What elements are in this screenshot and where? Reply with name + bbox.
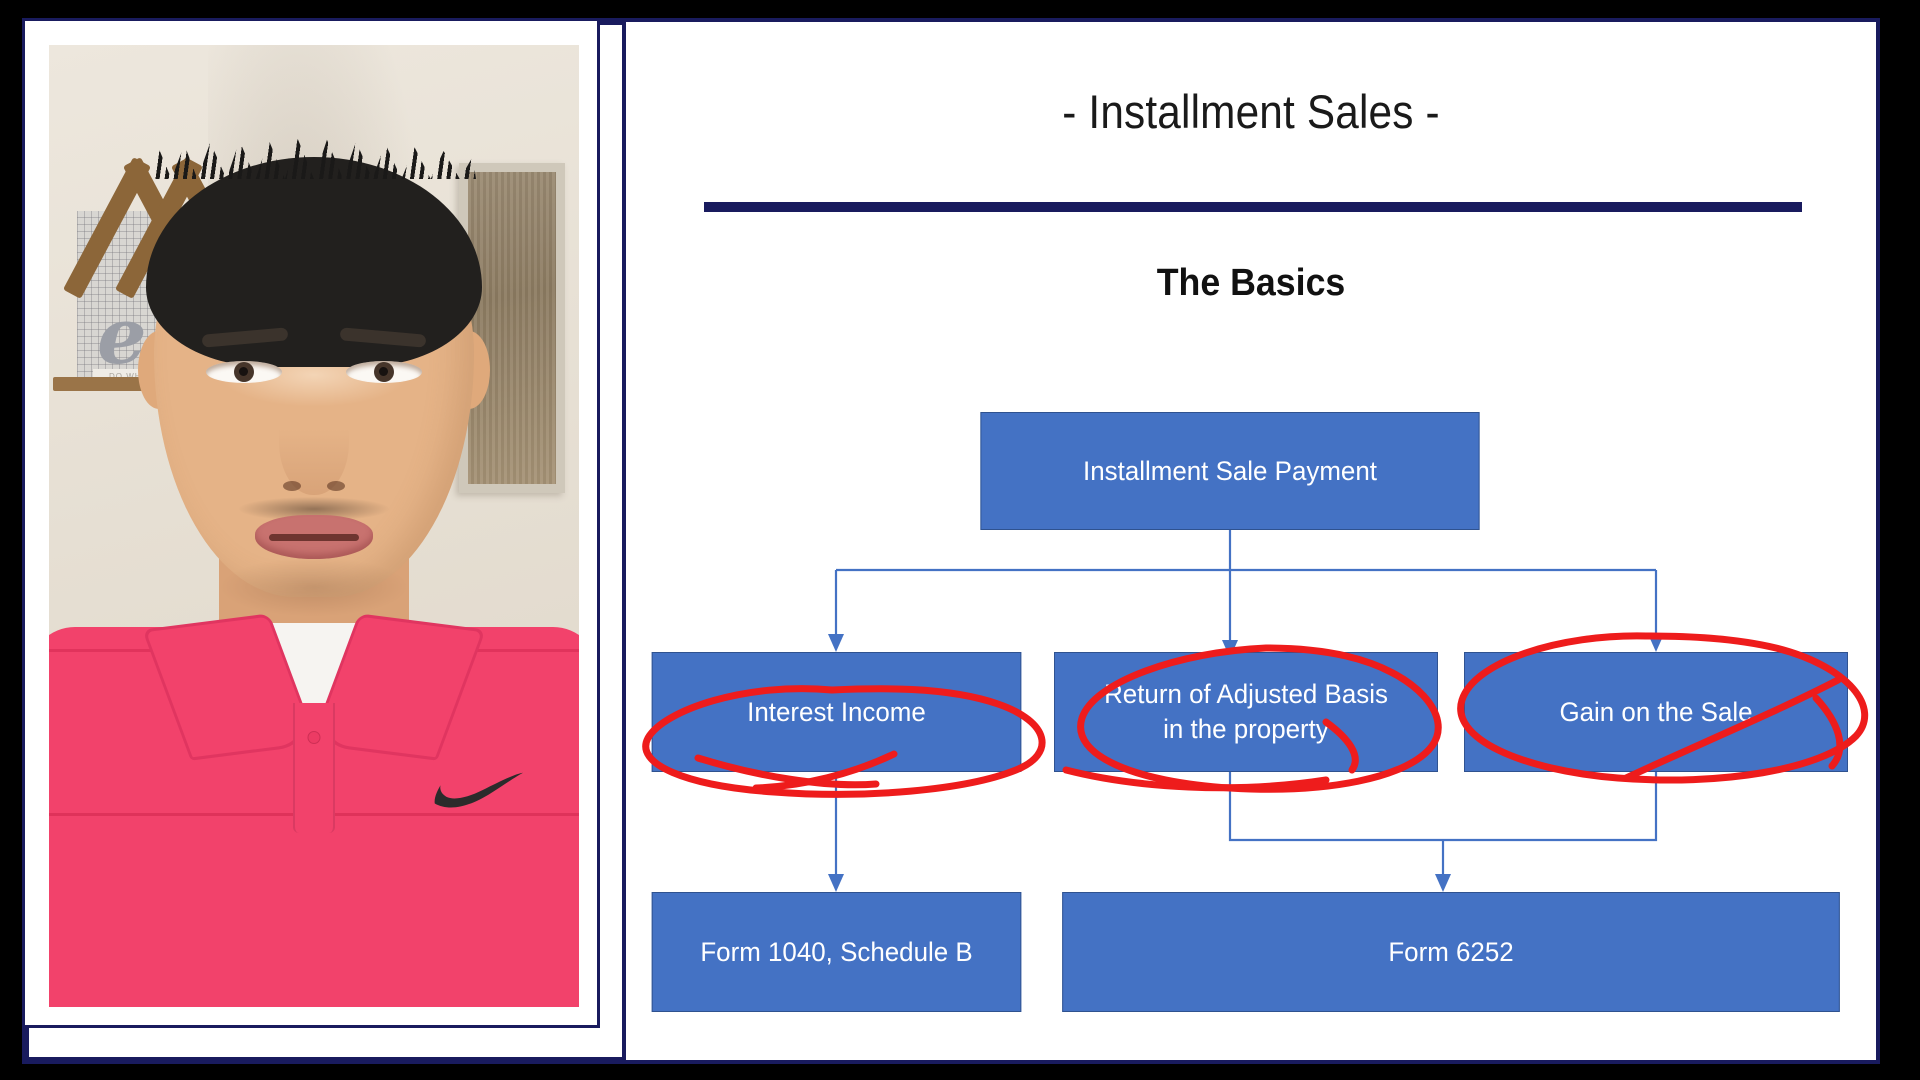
presenter-eye-left xyxy=(206,361,282,383)
presenter-video-frame: e DO WHAT YOU LOVE xyxy=(49,45,579,1007)
presentation-slide-panel[interactable]: - Installment Sales - The Basics xyxy=(622,18,1880,1064)
basis-line-1: Return of Adjusted Basis xyxy=(1104,679,1388,710)
title-underline-rule xyxy=(704,202,1802,212)
presenter-shirt xyxy=(49,613,579,1007)
chin-shadow xyxy=(219,557,409,617)
wall-framed-mirror xyxy=(459,163,565,493)
presenter-figure xyxy=(49,45,579,1007)
mirror-glass xyxy=(468,172,556,484)
flow-box-installment-sale-payment[interactable]: Installment Sale Payment xyxy=(980,412,1480,530)
nostril-right xyxy=(327,481,345,491)
presenter-video-panel[interactable]: e DO WHAT YOU LOVE xyxy=(22,18,600,1028)
flow-box-interest-income[interactable]: Interest Income xyxy=(651,652,1022,772)
slide-subtitle: The Basics xyxy=(1156,262,1346,304)
flow-box-return-of-adjusted-basis[interactable]: Return of Adjusted Basis in the property xyxy=(1054,652,1438,772)
shirt-placket xyxy=(293,703,335,833)
presenter-hair xyxy=(146,157,482,367)
nostril-left xyxy=(283,481,301,491)
iris-right xyxy=(374,362,394,382)
nike-swoosh-icon xyxy=(429,771,525,811)
presenter-nose xyxy=(279,385,349,495)
basis-line-2: in the property xyxy=(1163,714,1329,744)
flow-box-form-1040-schedule-b[interactable]: Form 1040, Schedule B xyxy=(651,892,1022,1012)
shirt-button xyxy=(307,731,321,744)
slide-title: - Installment Sales - xyxy=(1062,85,1440,138)
flow-box-basis-text: Return of Adjusted Basis in the property xyxy=(1104,677,1388,746)
iris-left xyxy=(234,362,254,382)
flow-box-form-6252[interactable]: Form 6252 xyxy=(1062,892,1840,1012)
flow-box-gain-on-the-sale[interactable]: Gain on the Sale xyxy=(1464,652,1848,772)
presenter-eye-right xyxy=(346,361,422,383)
presenter-mouth xyxy=(255,515,373,559)
